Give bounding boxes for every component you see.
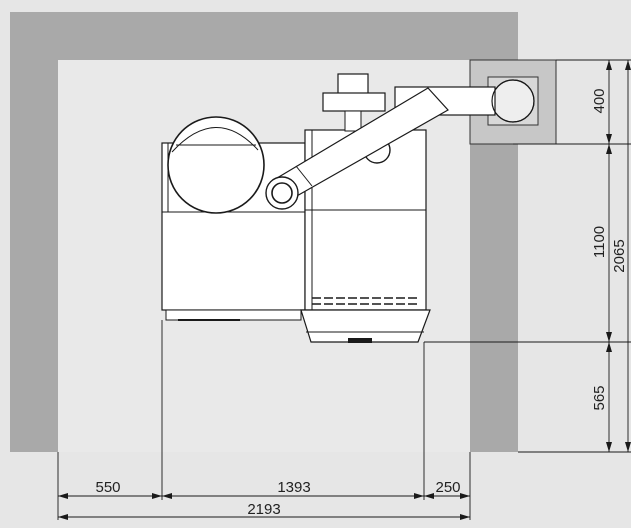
boiler-foot — [348, 338, 372, 343]
right-arrows — [606, 60, 631, 452]
extension-lines — [57, 59, 631, 520]
dim-left-clearance: 550 — [95, 479, 120, 496]
chimney-connector — [491, 79, 535, 123]
pellet-tank — [167, 116, 265, 214]
flue-stub — [344, 110, 362, 132]
flue-cap-top — [337, 73, 369, 95]
dim-unit-width: 1393 — [277, 479, 310, 496]
right-dimension-lines — [608, 60, 629, 452]
flue-cap-side — [322, 92, 386, 112]
dim-front-clearance: 565 — [591, 385, 608, 410]
flue-diagonal-joint — [295, 165, 313, 187]
bottom-arrows — [58, 493, 470, 520]
dim-right-clearance: 250 — [435, 479, 460, 496]
bottom-dimension-lines — [58, 495, 470, 518]
dim-total-depth: 2065 — [611, 239, 628, 272]
dim-unit-depth: 1100 — [591, 226, 608, 258]
pellet-tank-lid — [171, 127, 259, 153]
dim-total-width: 2193 — [247, 501, 280, 518]
ventilation-slots — [312, 297, 420, 305]
flue-elbow-inner — [271, 182, 293, 204]
boiler-left-base — [165, 309, 302, 321]
dim-flue-offset: 400 — [591, 88, 608, 113]
boiler-right-base — [300, 309, 431, 343]
